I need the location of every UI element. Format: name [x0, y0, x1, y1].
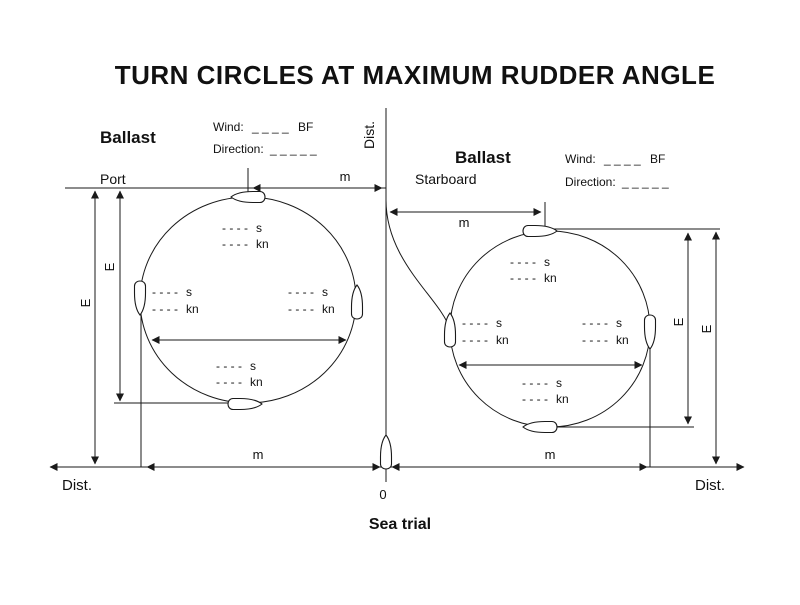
- bottom-axis-right-label: Dist.: [695, 477, 725, 494]
- knots-unit-label: kn: [556, 392, 569, 406]
- starboard-bottom-speed-kn: - - - - kn: [522, 392, 569, 406]
- seconds-unit-label: s: [544, 255, 550, 269]
- port-bottom-speed-kn: - - - - kn: [216, 375, 263, 389]
- port-right-speed-s: - - - -s: [288, 285, 328, 299]
- speed-blank: - - - -: [152, 302, 178, 316]
- port-left-speed-s: - - - -s: [152, 285, 192, 299]
- speed-blank: - - - -: [522, 376, 548, 390]
- port-wind-blank-field: _ _ _ _: [251, 120, 289, 134]
- speed-blank: - - - -: [522, 392, 548, 406]
- starboard-transfer-m-label: m: [459, 215, 470, 230]
- port-wind-unit-label: BF: [298, 120, 313, 134]
- starboard-direction-blank-field: _ _ _ _ _: [621, 175, 669, 189]
- knots-unit-label: kn: [322, 302, 335, 316]
- knots-unit-label: kn: [250, 375, 263, 389]
- knots-unit-label: kn: [256, 237, 269, 251]
- port-outer-e-label: E: [78, 298, 93, 307]
- starboard-wind-blank-field: _ _ _ _: [603, 152, 641, 166]
- starboard-direction-label: Direction:: [565, 175, 616, 189]
- seconds-unit-label: s: [616, 316, 622, 330]
- port-direction-blank-field: _ _ _ _ _: [269, 142, 317, 156]
- starboard-top-speed-kn: - - - - kn: [510, 271, 557, 285]
- speed-blank: - - - -: [216, 375, 242, 389]
- port-direction-label: Direction:: [213, 142, 264, 156]
- starboard-right-speed-s: - - - -s: [582, 316, 622, 330]
- port-top-speed-s: - - - -s: [222, 221, 262, 235]
- starboard-ballast-label: Ballast: [455, 148, 511, 167]
- speed-blank: - - - -: [216, 359, 242, 373]
- speed-blank: - - - -: [288, 302, 314, 316]
- port-wind-label: Wind:: [213, 120, 244, 134]
- starboard-left-speed-s: - - - -s: [462, 316, 502, 330]
- port-bottom-m-label: m: [253, 447, 264, 462]
- origin-label: 0: [379, 487, 386, 502]
- ship-icon-starboard-bottom: [522, 420, 558, 434]
- seconds-unit-label: s: [256, 221, 262, 235]
- port-left-speed-kn: - - - - kn: [152, 302, 199, 316]
- speed-blank: - - - -: [582, 316, 608, 330]
- speed-blank: - - - -: [462, 333, 488, 347]
- bottom-axis-left-label: Dist.: [62, 477, 92, 494]
- speed-blank: - - - -: [510, 271, 536, 285]
- speed-blank: - - - -: [462, 316, 488, 330]
- starboard-bottom-speed-s: - - - -s: [522, 376, 562, 390]
- knots-unit-label: kn: [544, 271, 557, 285]
- speed-blank: - - - -: [288, 285, 314, 299]
- seconds-unit-label: s: [556, 376, 562, 390]
- port-inner-e-label: E: [102, 262, 117, 271]
- port-advance-m-label: m: [340, 169, 351, 184]
- port-ballast-label: Ballast: [100, 128, 156, 147]
- speed-blank: - - - -: [582, 333, 608, 347]
- entry-curve-path: [385, 199, 451, 330]
- speed-blank: - - - -: [152, 285, 178, 299]
- ship-icon-origin: [379, 434, 393, 470]
- starboard-outer-e-label: E: [699, 324, 714, 333]
- port-turn-circle: [139, 196, 357, 404]
- starboard-inner-e-label: E: [671, 317, 686, 326]
- ship-icon-port-right: [350, 284, 364, 320]
- ship-icon-port-left: [133, 280, 147, 316]
- starboard-right-speed-kn: - - - - kn: [582, 333, 629, 347]
- speed-blank: - - - -: [222, 237, 248, 251]
- page-title: TURN CIRCLES AT MAXIMUM RUDDER ANGLE: [115, 60, 716, 90]
- ship-icon-port-top: [230, 190, 266, 204]
- port-bottom-speed-s: - - - -s: [216, 359, 256, 373]
- speed-blank: - - - -: [510, 255, 536, 269]
- seconds-unit-label: s: [186, 285, 192, 299]
- port-top-speed-kn: - - - - kn: [222, 237, 269, 251]
- seconds-unit-label: s: [496, 316, 502, 330]
- knots-unit-label: kn: [186, 302, 199, 316]
- port-right-speed-kn: - - - - kn: [288, 302, 335, 316]
- starboard-left-speed-kn: - - - - kn: [462, 333, 509, 347]
- caption-sea-trial: Sea trial: [369, 516, 431, 533]
- ship-icon-starboard-top: [522, 224, 558, 238]
- speed-blank: - - - -: [222, 221, 248, 235]
- starboard-wind-unit-label: BF: [650, 152, 665, 166]
- starboard-side-label: Starboard: [415, 171, 476, 187]
- ship-icon-port-bottom: [227, 397, 263, 411]
- knots-unit-label: kn: [496, 333, 509, 347]
- knots-unit-label: kn: [616, 333, 629, 347]
- starboard-top-speed-s: - - - -s: [510, 255, 550, 269]
- port-side-label: Port: [100, 171, 126, 187]
- ship-icon-starboard-right: [643, 314, 657, 350]
- starboard-bottom-m-label: m: [545, 447, 556, 462]
- seconds-unit-label: s: [322, 285, 328, 299]
- vertical-axis-label: Dist.: [361, 121, 377, 149]
- starboard-wind-label: Wind:: [565, 152, 596, 166]
- seconds-unit-label: s: [250, 359, 256, 373]
- ship-icon-starboard-left: [443, 312, 457, 348]
